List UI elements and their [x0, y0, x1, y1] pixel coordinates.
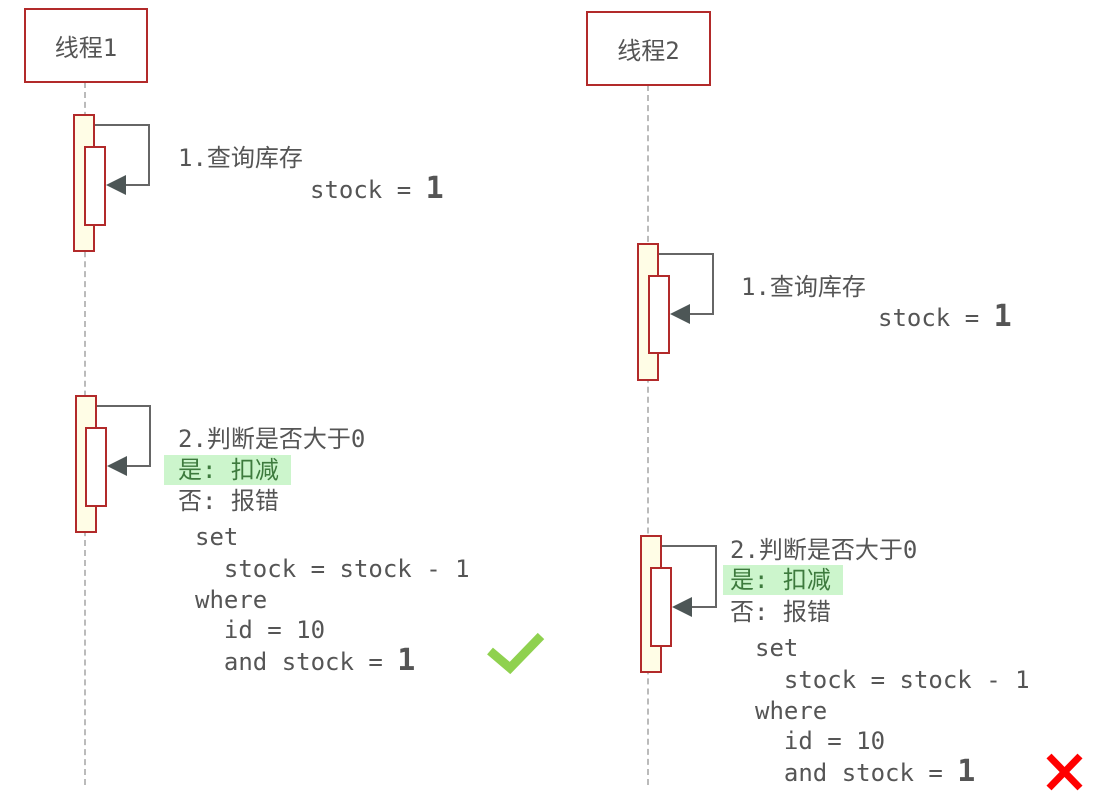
result-value: 1 — [425, 171, 444, 206]
sql-prefix: and stock = — [755, 759, 958, 787]
result-value: 1 — [993, 299, 1012, 334]
participant-thread2: 线程2 — [586, 11, 711, 86]
step1-result: stock = 1 — [878, 302, 1012, 333]
step2-label: 2.判断是否大于0 — [178, 425, 366, 453]
step1-label: 1.查询库存 — [741, 273, 866, 301]
no-branch: 否: 报错 — [730, 598, 831, 626]
sql-line: stock = stock - 1 — [755, 666, 1030, 694]
sql-line: stock = stock - 1 — [195, 555, 470, 583]
activation-inner — [648, 275, 670, 354]
sql-line: set — [755, 634, 799, 662]
cross-icon — [1046, 753, 1083, 791]
self-message-arrow — [662, 545, 717, 617]
sql-line-last: and stock = 1 — [195, 646, 415, 677]
sql-value: 1 — [397, 643, 416, 678]
yes-branch: 是: 扣减 — [164, 455, 291, 485]
sql-line: id = 10 — [755, 727, 886, 755]
sql-prefix: and stock = — [195, 648, 398, 676]
sql-line: set — [195, 523, 239, 551]
yes-branch: 是: 扣减 — [723, 565, 843, 595]
sql-value: 1 — [957, 754, 976, 789]
sql-line: id = 10 — [195, 616, 326, 644]
result-prefix: stock = — [878, 304, 994, 332]
step2-label: 2.判断是否大于0 — [730, 536, 918, 564]
activation-inner — [84, 146, 106, 226]
activation-inner — [650, 567, 672, 647]
sql-line: where — [195, 586, 268, 614]
sql-line: where — [755, 697, 828, 725]
participant-thread1: 线程1 — [24, 8, 148, 83]
result-prefix: stock = — [310, 176, 426, 204]
activation-inner — [85, 427, 107, 507]
step1-result: stock = 1 — [310, 174, 444, 205]
self-message-arrow — [97, 405, 151, 476]
step1-label: 1.查询库存 — [178, 144, 303, 172]
self-message-arrow — [659, 253, 714, 324]
check-icon — [487, 632, 545, 675]
sql-line-last: and stock = 1 — [755, 757, 975, 788]
lifeline-thread2 — [647, 85, 649, 785]
no-branch: 否: 报错 — [178, 487, 279, 515]
self-message-arrow — [95, 124, 150, 195]
